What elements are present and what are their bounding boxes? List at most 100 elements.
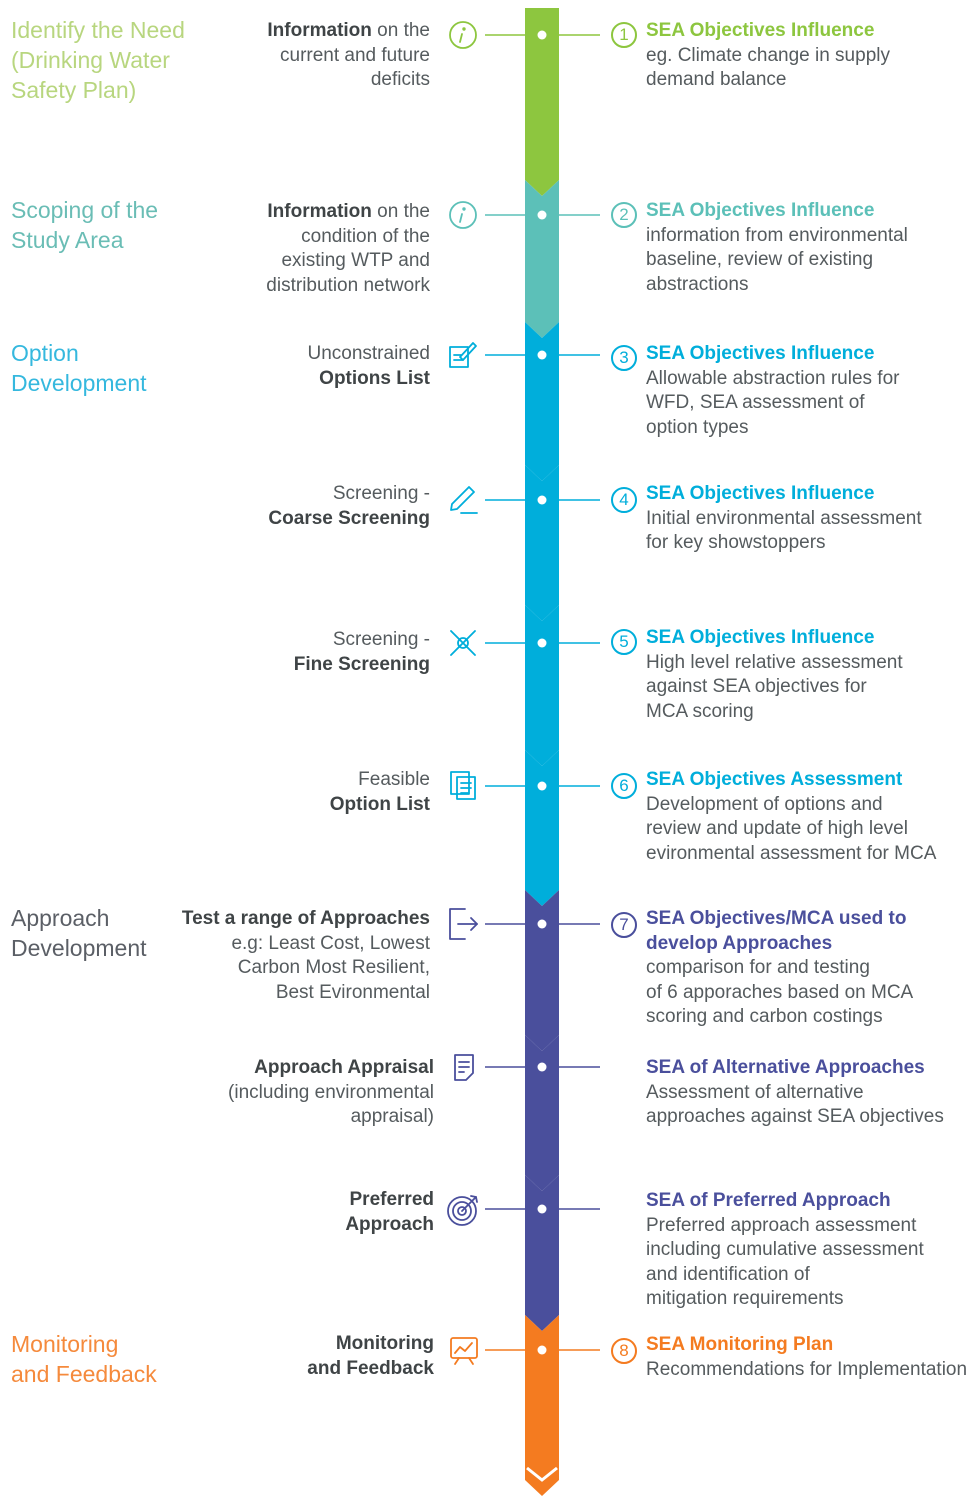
step-number-6: 6 xyxy=(611,773,637,799)
spine-segment-4 xyxy=(525,465,559,621)
step-8-bold: Monitoring and Feedback xyxy=(307,1333,434,1379)
stage-label-identify: Identify the Need (Drinking Water Safety… xyxy=(11,17,185,103)
influence-8-title: SEA Monitoring Plan xyxy=(646,1334,834,1355)
spine-segment-9 xyxy=(525,1175,559,1331)
stage-label-monitoring: Monitoring and Feedback xyxy=(11,1331,157,1387)
spine-dot-9 xyxy=(537,1204,547,1214)
step-2-rest: condition of the existing WTP and distri… xyxy=(266,225,430,296)
step-1-line1: on the xyxy=(371,20,430,41)
approach-appraisal-bold: Approach Appraisal xyxy=(254,1057,434,1078)
step-1-bold: Information xyxy=(267,20,372,41)
step-5-plain: Screening - xyxy=(332,629,430,650)
influence-preferred-desc: Preferred approach assessment including … xyxy=(646,1214,924,1310)
pencil-icon xyxy=(450,486,478,514)
step-number-8: 8 xyxy=(611,1338,637,1364)
step-number-1: 1 xyxy=(611,22,637,48)
influence-4: SEA Objectives Influence Initial environ… xyxy=(646,482,971,556)
stage-label-approach-development: Approach Development xyxy=(11,905,147,961)
export-icon xyxy=(449,908,478,940)
spine-segment-7 xyxy=(525,890,559,1051)
spine-dot-8 xyxy=(537,1062,547,1072)
influence-4-title: SEA Objectives Influence xyxy=(646,483,875,504)
step-approach-appraisal-text: Approach Appraisal (including environmen… xyxy=(228,1056,434,1130)
chart-board-icon xyxy=(450,1337,478,1365)
step-number-5-value: 5 xyxy=(619,632,629,651)
step-6-bold: Option List xyxy=(329,793,430,815)
influence-1-desc: eg. Climate change in supply demand bala… xyxy=(646,44,890,91)
influence-preferred-approach: SEA of Preferred Approach Preferred appr… xyxy=(646,1189,971,1312)
step-number-4-value: 4 xyxy=(619,490,629,509)
step-2-bold: Information xyxy=(267,201,372,222)
step-number-2: 2 xyxy=(611,202,637,228)
spine-dot-5 xyxy=(537,638,547,648)
influence-2-title: SEA Objectives Influence xyxy=(646,200,875,221)
influence-3-desc: Allowable abstraction rules for WFD, SEA… xyxy=(646,367,900,438)
step-6-text: Feasible Option List xyxy=(330,768,430,817)
influence-6-desc: Development of options and review and up… xyxy=(646,793,937,864)
step-4-text: Screening - Coarse Screening xyxy=(268,482,430,531)
step-number-8-value: 8 xyxy=(619,1341,629,1360)
spine-segment-1 xyxy=(525,8,559,196)
spine-dot-2 xyxy=(537,210,547,220)
step-number-2-value: 2 xyxy=(619,205,629,224)
step-7-text: Test a range of Approaches e.g: Least Co… xyxy=(182,907,430,1005)
influence-7-title: SEA Objectives/MCA used to develop Appro… xyxy=(646,908,907,954)
influence-3: SEA Objectives Influence Allowable abstr… xyxy=(646,342,971,440)
step-1-text: Information on the current and future de… xyxy=(267,19,430,93)
spine-segment-6 xyxy=(525,750,559,906)
influence-alternative-desc: Assessment of alternative approaches aga… xyxy=(646,1081,944,1128)
spine-segment-8 xyxy=(525,1035,559,1191)
step-number-7: 7 xyxy=(611,912,637,938)
step-5-text: Screening - Fine Screening xyxy=(294,628,430,677)
spine-segment-10 xyxy=(525,1315,559,1496)
influence-4-desc: Initial environmental assessment for key… xyxy=(646,507,922,554)
spine-dot-3 xyxy=(537,350,547,360)
step-3-text: Unconstrained Options List xyxy=(307,342,430,391)
target-icon xyxy=(447,1195,478,1226)
step-3-plain: Unconstrained xyxy=(307,343,430,364)
step-5-bold: Fine Screening xyxy=(293,653,430,675)
influence-alternative-approaches: SEA of Alternative Approaches Assessment… xyxy=(646,1056,971,1130)
info-icon xyxy=(449,201,477,229)
stage-label-option-development: Option Development xyxy=(11,340,147,396)
step-7-bold: Test a range of Approaches xyxy=(181,908,430,929)
step-number-4: 4 xyxy=(611,487,637,513)
step-3-bold: Options List xyxy=(319,367,430,389)
influence-5-title: SEA Objectives Influence xyxy=(646,627,875,648)
approach-appraisal-rest: (including environmental appraisal) xyxy=(228,1081,434,1128)
step-1-rest: current and future deficits xyxy=(280,44,430,91)
step-number-6-value: 6 xyxy=(619,776,629,795)
step-number-5: 5 xyxy=(611,629,637,655)
document-icon xyxy=(454,1054,474,1081)
influence-7: SEA Objectives/MCA used to develop Appro… xyxy=(646,907,971,1030)
influence-2: SEA Objectives Influence information fro… xyxy=(646,199,971,297)
influence-preferred-title: SEA of Preferred Approach xyxy=(646,1190,891,1211)
spine-dot-4 xyxy=(537,495,547,505)
step-preferred-approach-text: Preferred Approach xyxy=(345,1188,434,1237)
step-4-plain: Screening - xyxy=(332,483,430,504)
influence-2-desc: information from environmental baseline,… xyxy=(646,224,908,295)
edit-list-icon xyxy=(449,342,477,368)
influence-8: SEA Monitoring Plan Recommendations for … xyxy=(646,1333,971,1382)
spine-segment-5 xyxy=(525,605,559,766)
step-4-bold: Coarse Screening xyxy=(268,507,430,529)
step-number-1-value: 1 xyxy=(619,25,629,44)
influence-7-desc: comparison for and testing of 6 apporach… xyxy=(646,957,914,1027)
spine-tail-chevron xyxy=(526,1466,558,1482)
step-2-text: Information on the condition of the exis… xyxy=(266,200,430,298)
influence-alternative-title: SEA of Alternative Approaches xyxy=(646,1057,925,1078)
step-number-3-value: 3 xyxy=(619,348,629,367)
influence-6: SEA Objectives Assessment Development of… xyxy=(646,768,971,866)
documents-icon xyxy=(450,771,476,800)
influence-3-title: SEA Objectives Influence xyxy=(646,343,875,364)
spine-dot-6 xyxy=(537,781,547,791)
spine-segment-3 xyxy=(525,322,559,481)
filter-cross-icon xyxy=(450,630,476,656)
step-6-plain: Feasible xyxy=(358,769,430,790)
spine-segment-2 xyxy=(525,180,559,338)
influence-1-title: SEA Objectives Influence xyxy=(646,20,875,41)
step-number-7-value: 7 xyxy=(619,915,629,934)
step-7-rest: e.g: Least Cost, Lowest Carbon Most Resi… xyxy=(231,932,430,1003)
